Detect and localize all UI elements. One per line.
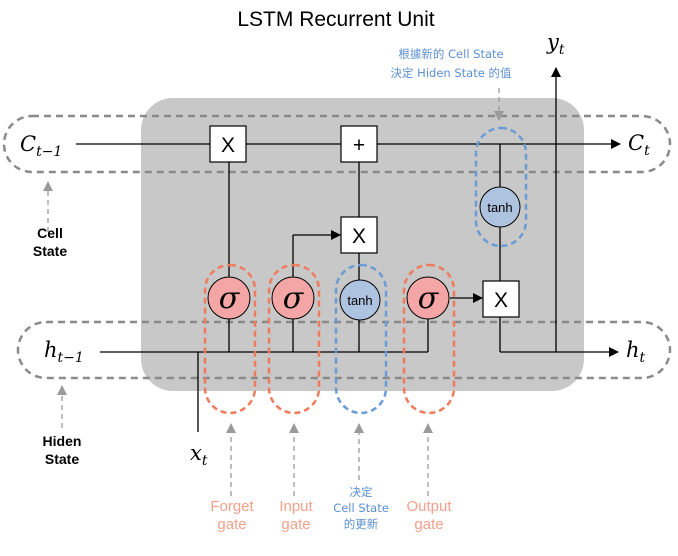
- cell-add-box: +: [340, 125, 378, 163]
- multiply-symbol: X: [352, 225, 366, 248]
- update-label-line1: 决定: [350, 485, 373, 499]
- input-gate-label-line2: gate: [281, 516, 310, 533]
- forget-multiply-box: X: [209, 125, 247, 163]
- hidden-state-band: [16, 320, 672, 380]
- hidden-state-label-line1: Hiden: [43, 433, 82, 449]
- input-gate-label-line1: Input: [279, 498, 313, 515]
- multiply-symbol: X: [221, 134, 235, 157]
- c-prev-label: Ct−1: [20, 132, 62, 160]
- output-gate-label-line2: gate: [414, 516, 443, 533]
- h-prev-label: ht−1: [44, 338, 84, 366]
- hidden-state-label-line2: State: [45, 451, 79, 467]
- output-gate-label-line1: Output: [406, 498, 452, 515]
- forget-gate-outline: [203, 263, 257, 415]
- cell-state-label-line1: Cell: [37, 225, 63, 241]
- update-label-line2: Cell State: [333, 501, 389, 515]
- tanh-symbol: tanh: [487, 200, 512, 215]
- update-gate-outline: [334, 263, 388, 415]
- forget-gate-label-line1: Forget: [210, 498, 254, 515]
- output-gate-outline: [402, 263, 456, 415]
- forget-gate-label-line2: gate: [217, 516, 246, 533]
- candidate-tanh-node: tanh: [339, 279, 381, 321]
- update-label-line3: 的更新: [344, 517, 379, 531]
- input-multiply-box: X: [340, 216, 378, 254]
- x-input-label: xt: [190, 441, 208, 469]
- top-note-line1: 根據新的 Cell State: [398, 47, 503, 61]
- y-output-label: yt: [546, 30, 565, 58]
- cell-tanh-outline: [474, 126, 528, 248]
- top-note-line2: 決定 Hiden State 的值: [391, 66, 512, 80]
- sigma-symbol: σ: [283, 281, 305, 316]
- output-multiply-box: X: [482, 280, 520, 318]
- sigma-symbol: σ: [418, 281, 440, 316]
- input-sigma-node: σ: [271, 276, 315, 320]
- forget-sigma-node: σ: [207, 276, 251, 320]
- output-sigma-node: σ: [406, 276, 450, 320]
- multiply-symbol: X: [494, 289, 508, 312]
- cell-tanh-node: tanh: [479, 186, 521, 228]
- c-next-label: Ct: [628, 131, 650, 159]
- cell-state-label-line2: State: [33, 243, 67, 259]
- add-symbol: +: [353, 134, 365, 157]
- cell-state-band: [2, 114, 672, 174]
- input-gate-outline: [267, 263, 321, 415]
- tanh-symbol: tanh: [347, 293, 372, 308]
- h-next-label: ht: [626, 338, 646, 366]
- diagram-title: LSTM Recurrent Unit: [237, 8, 434, 31]
- sigma-symbol: σ: [219, 281, 241, 316]
